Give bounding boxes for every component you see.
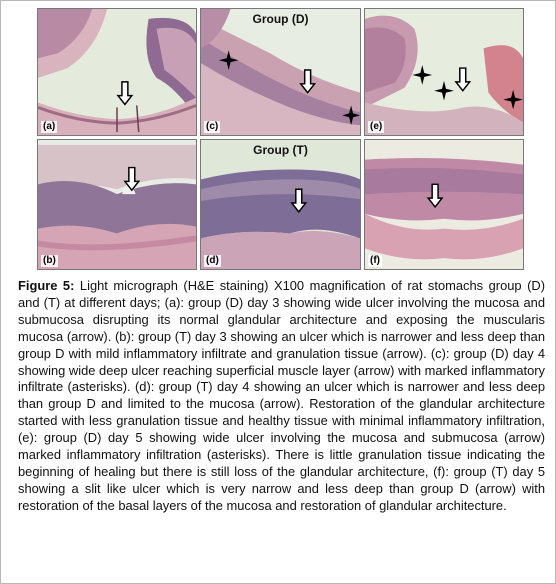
group-label-d: Group (D) (252, 12, 309, 26)
micrograph-panel-b: (b) (37, 139, 197, 270)
group-label-t: Group (T) (253, 143, 308, 157)
down-arrow-icon (426, 183, 444, 209)
panel-letter-b: (b) (41, 255, 58, 267)
down-arrow-icon (299, 69, 317, 94)
micrograph-a-image (38, 9, 196, 135)
micrograph-c-image (201, 9, 360, 135)
panel-letter-a: (a) (41, 121, 58, 133)
panel-letter-d: (d) (204, 255, 221, 267)
micrograph-f-image (365, 140, 523, 269)
asterisk-icon (342, 105, 360, 126)
micrograph-panel-d: Group (T) (d) (200, 139, 361, 270)
asterisk-icon (412, 65, 433, 85)
micrograph-panel-f: (f) (364, 139, 524, 270)
caption-label: Figure 5: (18, 278, 75, 293)
micrograph-d-image (201, 140, 360, 269)
panel-letter-c: (c) (204, 121, 221, 133)
panel-letter-f: (f) (368, 255, 382, 267)
micrograph-panel-a: (a) (37, 8, 197, 136)
micrograph-b-image (38, 140, 196, 269)
asterisk-icon (503, 89, 523, 110)
micrograph-e-image (365, 9, 523, 135)
asterisk-icon (218, 50, 239, 71)
annotation-layer-c (218, 50, 360, 126)
down-arrow-icon (454, 67, 472, 92)
down-arrow-icon (290, 188, 308, 214)
panel-letter-e: (e) (368, 121, 385, 133)
annotation-layer-e (412, 65, 523, 110)
micrograph-panel-e: (e) (364, 8, 524, 136)
down-arrow-icon (116, 81, 134, 106)
down-arrow-icon (123, 166, 141, 192)
caption-text: Light micrograph (H&E staining) X100 mag… (18, 278, 546, 513)
micrograph-panel-c: Group (D) (c) (200, 8, 361, 136)
asterisk-icon (434, 80, 454, 101)
figure-caption: Figure 5: Light micrograph (H&E staining… (18, 278, 545, 515)
